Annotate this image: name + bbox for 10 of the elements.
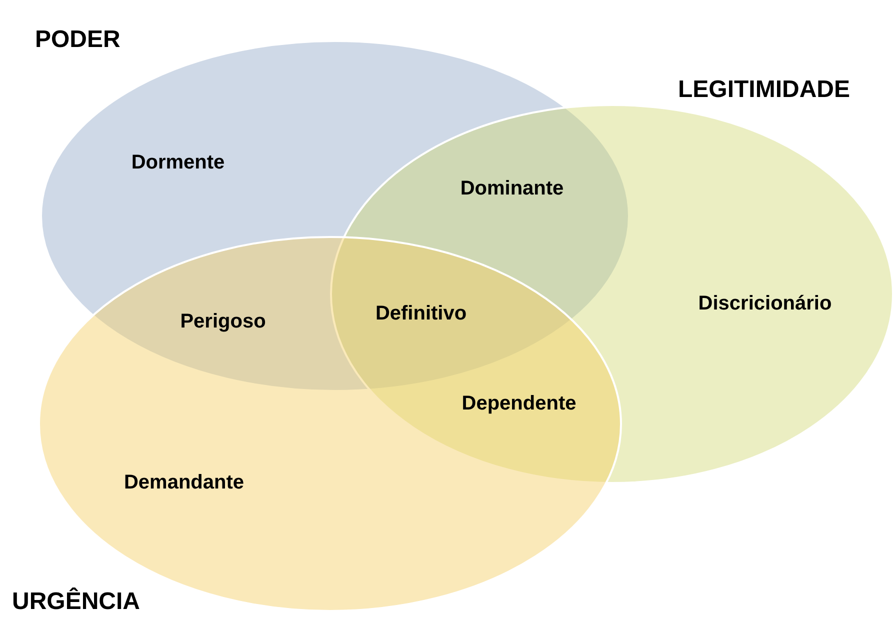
set-title: LEGITIMIDADE	[678, 76, 850, 104]
region-label: Dormente	[131, 152, 225, 174]
region-label: Demandante	[124, 472, 244, 494]
region-label: Definitivo	[375, 302, 467, 326]
region-label: Perigoso	[180, 310, 266, 334]
set-title: PODER	[35, 26, 120, 54]
region-label: Dominante	[460, 178, 564, 200]
region-label: Dependente	[462, 392, 576, 416]
region-label: Discricionário	[698, 292, 832, 316]
set-title: URGÊNCIA	[12, 588, 140, 616]
